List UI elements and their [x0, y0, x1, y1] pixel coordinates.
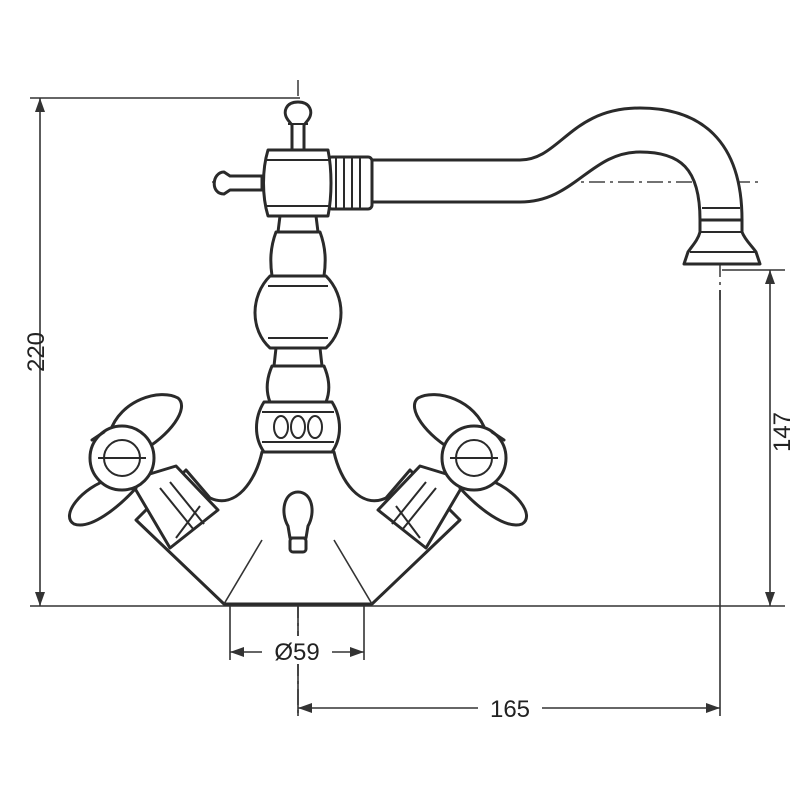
top-lever — [212, 100, 313, 196]
dimension-label-spout-height: 147 — [769, 412, 796, 452]
dimension-height-total: 220 — [23, 97, 300, 606]
dimension-spout-height: 147 — [722, 269, 796, 606]
dimension-base-diameter: Ø59 — [229, 606, 365, 666]
left-cross-handle — [68, 393, 184, 527]
dimension-spout-reach: 165 — [297, 290, 721, 723]
right-valve-arm — [376, 464, 468, 550]
dimension-label-height: 220 — [23, 332, 50, 372]
column — [253, 214, 343, 454]
dimension-label-reach: 165 — [490, 696, 530, 723]
valve-head — [262, 148, 333, 218]
spout-collar — [326, 155, 374, 211]
left-valve-arm — [128, 464, 220, 550]
right-cross-handle — [412, 393, 528, 527]
dimension-label-diameter: Ø59 — [274, 639, 319, 666]
spout — [368, 106, 762, 266]
main-body — [134, 450, 462, 606]
